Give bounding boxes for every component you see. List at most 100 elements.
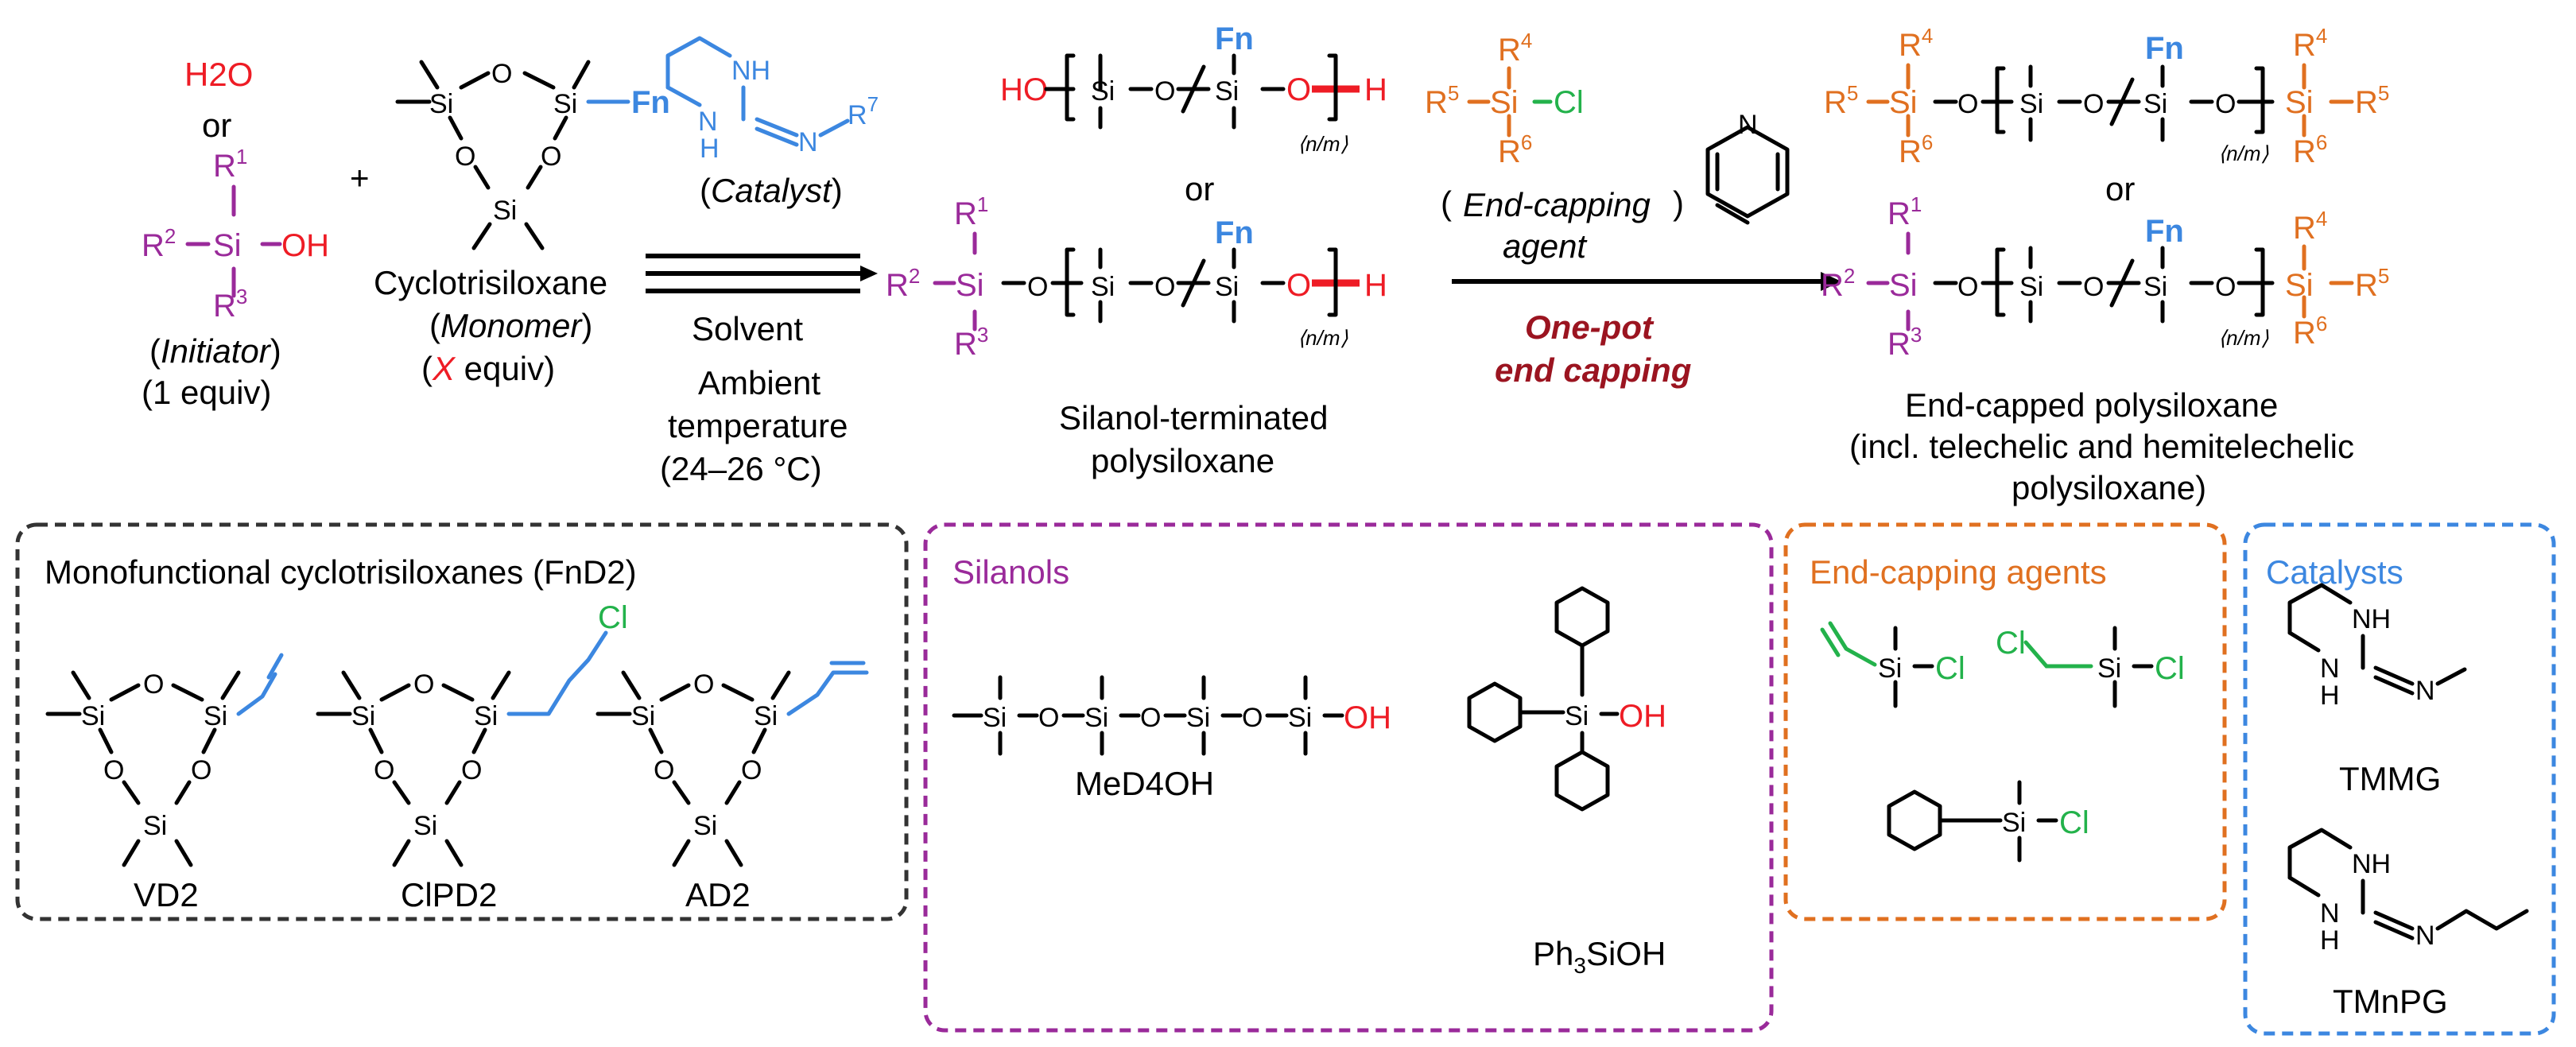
svg-text:Si: Si [1186,703,1210,733]
vd2-structure: Si O Si O O Si VD2 [45,653,284,913]
prod-r4-b: R4 [2293,207,2327,246]
catalyst-r7: R7 [848,92,879,130]
clpd2-structure: Si O Si O O Si Cl ClPD2 [316,600,628,913]
prod-o-b3: O [2215,272,2236,302]
int-or: or [1185,170,1214,207]
silanols-title: Silanols [952,553,1069,591]
svg-text:Si: Si [81,701,105,731]
prod-name-2: (incl. telechelic and hemitelechelic [1849,428,2354,465]
int-si-r: Si [956,268,984,303]
int-fn-1: Fn [1215,21,1254,56]
ec-cl: Cl [1554,85,1584,120]
int-fn-2: Fn [1215,215,1254,250]
med4oh-structure: Si O Si O Si O Si OH MeD4OH [952,675,1391,802]
int-r2: R2 [886,264,920,303]
prod-r4-a: R4 [1899,24,1933,63]
tmnpg-structure: NH N H N TMnPG [2287,828,2529,1020]
tmmg-label: TMMG [2339,760,2441,797]
svg-text:O: O [741,755,762,785]
int-si-4: Si [1215,272,1239,302]
endcapping-box [1783,522,2227,921]
prod-o-a3: O [2215,89,2236,119]
prod-o-a1: O [1957,89,1978,119]
monomer-si-2: Si [553,89,577,119]
initiator-group: H2O or R1 R2 R3 Si OH (Initiator) (1 equ… [142,56,329,411]
svg-text:O: O [1242,703,1263,733]
silanols-box [923,522,1774,1033]
svg-text:Si: Si [474,701,498,731]
int-nm-1: ⟨n/m⟩ [1298,132,1348,156]
ad2-label: AD2 [685,876,751,913]
catalyst-h-bottom: H [700,134,720,164]
svg-text:N: N [2320,653,2340,684]
med4oh-oh: OH [1344,700,1391,735]
prod-si-b1: Si [2019,272,2043,302]
ec-r5: R5 [1425,81,1459,120]
prod-si-ec-a2: Si [2285,85,2314,120]
si-label: Si [213,228,242,263]
svg-text:N: N [2415,676,2435,706]
svg-text:O: O [461,755,482,785]
monomer-si-1: Si [429,89,453,119]
svg-text:Si: Si [204,701,227,731]
int-r1: R1 [954,192,988,231]
monomer-name: Cyclotrisiloxane [374,264,607,301]
svg-text:Cl: Cl [1935,651,1965,686]
catalysts-title: Catalysts [2266,553,2403,591]
prod-nm-a: ⟨n/m⟩ [2218,142,2269,165]
plus-sign: + [350,159,370,196]
product-top: R4 R5 R6 Si O Si O Si Fn O Si R4 R5 R6 ⟨… [1824,24,2389,169]
svg-text:O: O [1038,703,1059,733]
phenyl-chlorosilane: Si Cl [1887,780,2089,863]
ec-r4: R4 [1498,29,1532,68]
prod-r5-a: R5 [1824,81,1858,120]
intermediate-top: HO Si O Si Fn O H ⟨n/m⟩ [1000,21,1387,156]
svg-text:Si: Si [1084,703,1108,733]
catalyst-role: (Catalyst) [700,172,843,209]
prod-si-r: Si [1889,268,1918,303]
svg-text:Si: Si [143,811,167,841]
prod-nm-b: ⟨n/m⟩ [2218,326,2269,350]
monofunctional-box [15,522,909,921]
svg-text:Cl: Cl [2059,805,2089,840]
svg-text:Si: Si [1565,701,1589,731]
prod-r4-a2: R4 [2293,24,2327,63]
r1-label: R1 [213,145,247,184]
vd2-label: VD2 [134,876,199,913]
monofunctional-title: Monofunctional cyclotrisiloxanes (FnD2) [45,553,637,591]
int-o-4: O [1286,268,1311,303]
svg-text:O: O [191,755,211,785]
svg-text:Cl: Cl [1996,626,2026,661]
svg-text:H: H [2320,681,2340,711]
pyridine-n: N [1738,110,1758,140]
ambient-label: Ambient [698,364,821,401]
svg-text:Si: Si [351,701,375,731]
catalyst-n-bottom: N [698,107,718,137]
monomer-o-1: O [491,59,512,89]
prod-si-a1: Si [2019,89,2043,119]
int-r3: R3 [954,323,988,362]
prod-fn-a: Fn [2145,31,2184,66]
tmnpg-label: TMnPG [2333,983,2448,1020]
prod-o-b1: O [1957,272,1978,302]
svg-text:O: O [374,755,394,785]
monomer-equiv: (X equiv) [421,350,555,387]
prod-r5-a2: R5 [2355,81,2389,120]
endcapping-title: End-capping agents [1810,553,2107,591]
svg-text:Cl: Cl [2155,651,2185,686]
svg-text:Si: Si [413,811,437,841]
prod-r3: R3 [1887,323,1922,362]
prod-si-a2: Si [2143,89,2167,119]
reaction-arrow-2 [1452,272,1841,291]
catalysts-box [2243,522,2556,1036]
med4oh-label: MeD4OH [1075,765,1214,802]
ad2-structure: Si O Si O O Si AD2 [596,661,869,913]
intermediate-bottom: R1 R2 R3 Si O Si O Si Fn O H ⟨n/m⟩ [886,192,1387,362]
svg-text:O: O [1140,703,1161,733]
oh-label: OH [281,228,329,263]
ph3sioh-label: Ph3SiOH [1533,935,1666,978]
ec-paren-open: ( [1441,184,1452,222]
prod-r2: R2 [1821,264,1855,303]
prod-o-a2: O [2083,89,2104,119]
